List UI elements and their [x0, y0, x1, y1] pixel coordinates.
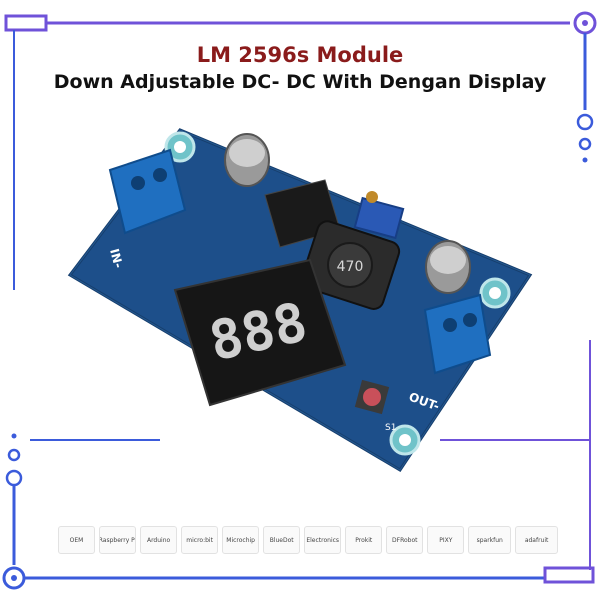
s1-label: S1 [385, 423, 396, 433]
brand-logo: Electronics [304, 526, 342, 554]
input-terminal [108, 148, 187, 235]
button-cap [363, 388, 381, 406]
brand-logo: micro:bit [181, 526, 219, 554]
product-title: LM 2596s Module [196, 43, 404, 67]
brand-logo: Prokit [345, 526, 383, 554]
brand-logo: Arduino [140, 526, 178, 554]
product-photo: 470 888 IN- OUT- S1 [67, 128, 533, 473]
frame-top-left-box [4, 14, 48, 32]
brand-logo: PIXY [427, 526, 465, 554]
frame-bottom-right-box [543, 566, 595, 584]
brand-logo: Microchip [222, 526, 260, 554]
seven-segment-display [173, 258, 347, 407]
brand-logo: OEM [58, 526, 96, 554]
brand-logo: DFRobot [386, 526, 424, 554]
brand-logo-strip: OEM Raspberry Pi Arduino micro:bit Micro… [58, 525, 559, 555]
in-label: IN- [107, 247, 126, 269]
brand-logo: adafruit [515, 526, 559, 554]
brand-logo: Raspberry Pi [99, 526, 137, 554]
inductor-label: 470 [337, 259, 364, 275]
output-terminal [423, 293, 492, 375]
potentiometer [353, 196, 405, 240]
brand-logo: BlueDot [263, 526, 301, 554]
brand-logo: sparkfun [468, 526, 512, 554]
title-block: LM 2596s Module Down Adjustable DC- DC W… [0, 42, 600, 94]
product-subtitle: Down Adjustable DC- DC With Dengan Displ… [53, 71, 547, 93]
